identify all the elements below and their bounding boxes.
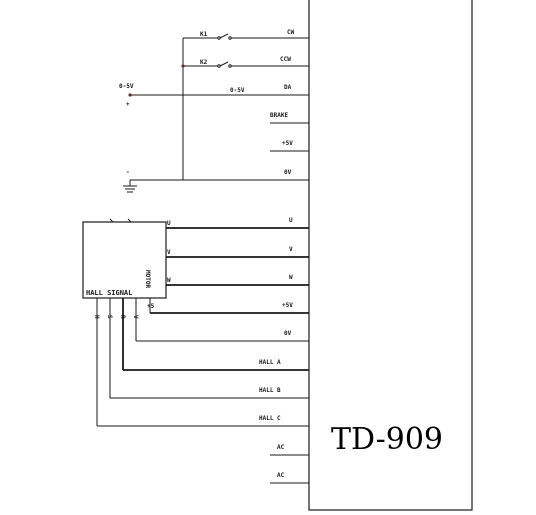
k2-contact-a: [217, 64, 221, 68]
pot-wire-range-label: 0-5V: [230, 87, 245, 94]
pin-0v-top-label: 0V: [284, 169, 292, 176]
k2-label: K2: [200, 59, 208, 66]
pin-v-label: V: [289, 246, 293, 253]
hall-signal-label: HALL SIGNAL: [86, 289, 132, 297]
motor-block: MOTOR HALL SIGNAL U V W H S R V +5: [82, 218, 309, 319]
pin-0v-mid-label: 0V: [284, 330, 292, 337]
pin-da-label: DA: [284, 84, 292, 91]
pin-5v-mid-label: +5V: [282, 302, 293, 309]
motor-top-tick-2: [127, 218, 132, 223]
direction-switches: K1 K2: [181, 31, 270, 180]
motor-terminal-u: U: [167, 220, 171, 227]
pot-plus-label: +: [126, 101, 130, 108]
motor-terminal-w: W: [167, 277, 171, 284]
pin-ccw-label: CCW: [280, 56, 291, 63]
k1-label: K1: [200, 31, 208, 38]
k1-contact-a: [217, 36, 221, 40]
pin-u-label: U: [289, 217, 293, 224]
k1-switch-blade: [219, 33, 229, 39]
motor-top-tick-1: [109, 218, 114, 223]
pin-ac2-label: AC: [277, 472, 285, 479]
controller-box: [308, 0, 473, 511]
pin-hall-b-label: HALL B: [259, 387, 281, 394]
pin-hall-a-label: HALL A: [259, 359, 281, 366]
k2-contact-b: [228, 64, 232, 68]
motor-plus5-label: +5: [147, 303, 155, 310]
motor-terminal-v: V: [167, 249, 171, 256]
controller-pins: CW CCW DA BRAKE +5V 0V U V W +5V 0V HALL…: [259, 29, 309, 484]
pin-ac1-label: AC: [277, 444, 285, 451]
motor-name-label: MOTOR: [144, 270, 151, 288]
pin-cw-label: CW: [287, 29, 295, 36]
pot-range-label: 0-5V: [119, 83, 134, 90]
k1-contact-b: [228, 36, 232, 40]
pin-hall-c-label: HALL C: [259, 415, 281, 422]
pin-w-label: W: [289, 274, 293, 281]
controller-model-label: TD-909: [331, 422, 443, 457]
motor-box: [82, 221, 167, 299]
k2-switch-blade: [219, 61, 229, 67]
pot-minus-label: -: [126, 169, 130, 176]
pin-brake-label: BRAKE: [270, 112, 288, 119]
pin-5v-top-label: +5V: [282, 140, 293, 147]
speed-potentiometer: 0-5V 0-5V + -: [119, 83, 270, 193]
hall-wiring: [96, 298, 309, 427]
